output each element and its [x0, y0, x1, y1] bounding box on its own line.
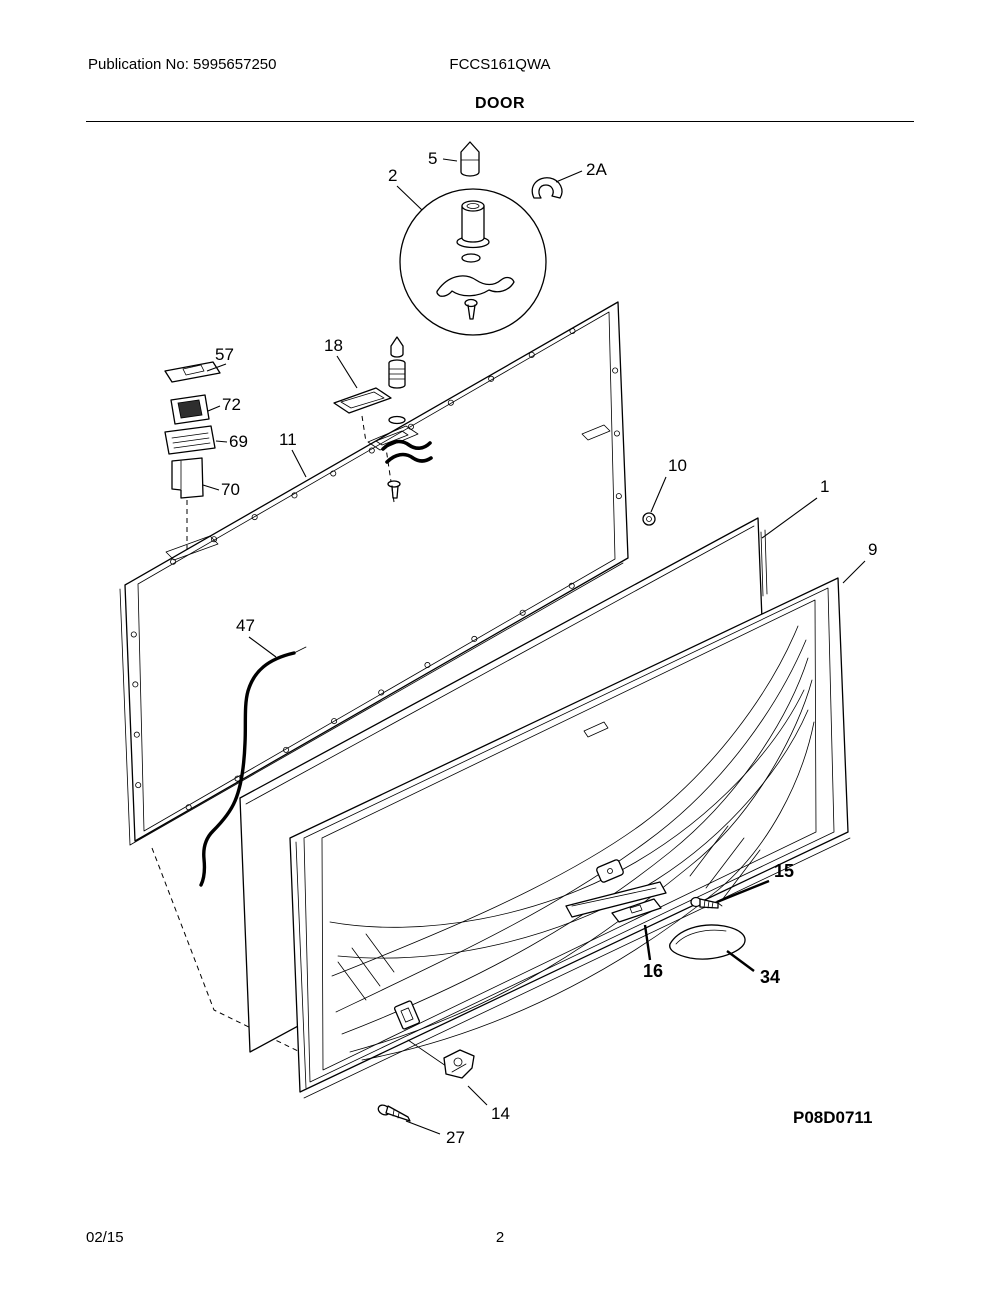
lock-plug-part — [460, 141, 480, 177]
handle-screw-part — [690, 896, 723, 909]
callout-leader-34 — [726, 950, 755, 972]
callout-leader-16 — [643, 924, 652, 961]
liner-screw-hole — [568, 582, 575, 589]
callout-label-9: 9 — [868, 540, 877, 559]
section-title: DOOR — [475, 95, 525, 112]
liner-screw-hole — [615, 493, 622, 500]
callout-leader-47 — [248, 636, 277, 658]
callout-label-57: 57 — [215, 345, 234, 364]
model-number: FCCS161QWA — [449, 56, 551, 73]
callout-leader-2A — [555, 170, 583, 183]
lock-clip-part — [531, 177, 563, 199]
callout-leader-11 — [291, 449, 307, 478]
front-door-frame — [289, 577, 851, 1099]
liner-screw-hole — [407, 423, 414, 430]
hinge-screw-part — [377, 1104, 411, 1122]
callout-label-5: 5 — [428, 149, 437, 168]
callout-label-70: 70 — [221, 480, 240, 499]
footer-date: 02/15 — [86, 1229, 124, 1246]
callout-label-2: 2 — [388, 166, 397, 185]
lock-hardware-stack — [361, 336, 433, 503]
callout-label-1: 1 — [820, 477, 829, 496]
liner-screw-hole — [133, 731, 140, 738]
hinge-bracket-part — [443, 1049, 475, 1079]
callout-label-10: 10 — [668, 456, 687, 475]
header-rule — [86, 121, 914, 122]
callout-label-69: 69 — [229, 432, 248, 451]
callout-leader-10 — [650, 476, 667, 513]
callout-label-2A: 2A — [586, 160, 607, 179]
callout-leader-70 — [202, 484, 220, 491]
lock-plate-part — [333, 387, 392, 414]
liner-screw-hole — [471, 635, 478, 642]
wire-harness — [199, 646, 307, 887]
liner-screw-hole — [132, 681, 139, 688]
callout-leader-9 — [842, 560, 866, 584]
diagram-code: P08D0711 — [793, 1108, 873, 1127]
callout-leader-57 — [206, 363, 227, 372]
callout-leader-15 — [716, 879, 770, 904]
callout-label-47: 47 — [236, 616, 255, 635]
liner-screw-hole — [283, 746, 290, 753]
liner-screw-hole — [331, 718, 338, 725]
switch-parts-cluster — [164, 361, 221, 552]
callout-leader-5 — [442, 158, 458, 162]
liner-screw-hole — [291, 492, 298, 499]
callout-leader-69 — [215, 440, 228, 443]
liner-screw-hole — [251, 514, 258, 521]
callout-label-16: 16 — [643, 961, 663, 981]
liner-screw-holes — [130, 328, 622, 811]
liner-screw-hole — [424, 662, 431, 669]
callout-leader-14 — [467, 1085, 488, 1106]
liner-screw-hole — [519, 609, 526, 616]
liner-screw-hole — [130, 631, 137, 638]
callout-label-15: 15 — [774, 861, 794, 881]
callout-label-27: 27 — [446, 1128, 465, 1147]
callout-leader-27 — [405, 1120, 441, 1135]
liner-screw-hole — [185, 804, 192, 811]
callout-label-72: 72 — [222, 395, 241, 414]
callout-leader-72 — [207, 405, 221, 412]
grommet-part — [642, 512, 656, 526]
liner-screw-hole — [211, 536, 218, 543]
callout-leader-2 — [396, 185, 423, 211]
liner-screw-hole — [378, 689, 385, 696]
lock-detail-circle — [399, 188, 547, 336]
footer-page-number: 2 — [495, 1229, 505, 1246]
latch-insert-part — [611, 898, 662, 923]
inner-door-liner — [119, 301, 629, 846]
callout-leader-1 — [761, 497, 818, 539]
liner-screw-hole — [330, 470, 337, 477]
liner-screw-hole — [170, 558, 177, 565]
callout-layer: 5 2A 2 57 18 72 69 11 70 10 1 9 47 15 16 34 14 27 — [202, 149, 877, 1147]
liner-screw-hole — [569, 328, 576, 335]
callout-label-14: 14 — [491, 1104, 510, 1123]
callout-leader-18 — [336, 355, 358, 389]
callout-label-11: 11 — [279, 430, 297, 449]
liner-screw-hole — [488, 375, 495, 382]
liner-screw-hole — [368, 447, 375, 454]
liner-screw-hole — [447, 399, 454, 406]
liner-screw-hole — [528, 351, 535, 358]
liner-screw-hole — [613, 430, 620, 437]
liner-screw-hole — [612, 367, 619, 374]
publication-number: Publication No: 5995657250 — [88, 56, 277, 73]
handle-trim-part — [669, 924, 746, 960]
liner-screw-hole — [135, 782, 142, 789]
callout-label-34: 34 — [760, 967, 780, 987]
callout-label-18: 18 — [324, 336, 343, 355]
